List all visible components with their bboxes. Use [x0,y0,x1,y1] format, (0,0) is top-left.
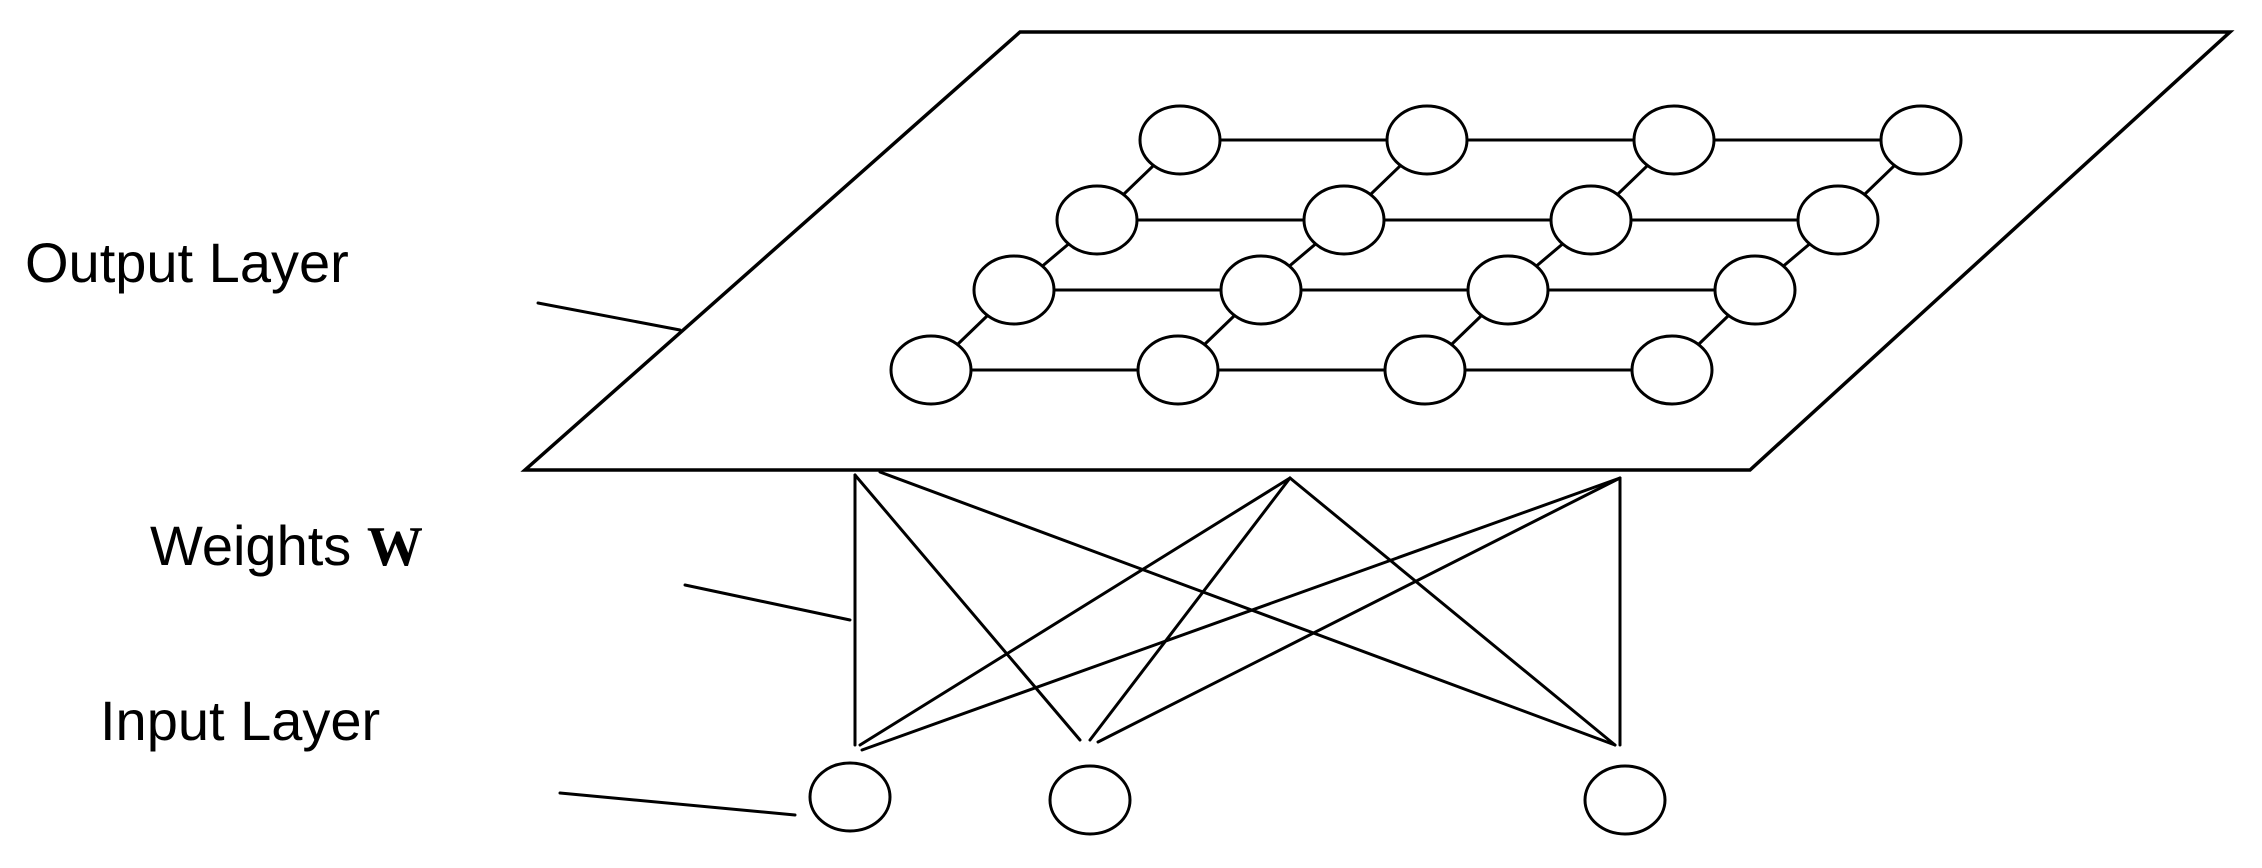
output-layer-plane [520,30,2235,472]
output-neuron [1466,254,1550,326]
output-grid-nodes [889,104,1963,406]
output-neuron [1630,334,1714,406]
weight-connection [1288,476,1617,747]
output-neuron [1713,254,1797,326]
input-layer-label: Input Layer [100,689,380,752]
weight-connection [1096,476,1622,744]
output-neuron [1632,104,1716,176]
weight-connection [878,470,1617,747]
weight-connection [858,476,1292,747]
output-neuron [1219,254,1303,326]
input-neuron [808,761,892,833]
weight-connection [853,473,1082,742]
input-neuron [1048,764,1132,836]
weight-connection [860,476,1622,752]
output-neuron [1549,184,1633,256]
output-neuron [1879,104,1963,176]
weights-leader-line [683,583,852,622]
output-neuron [1796,184,1880,256]
weights-label: Weights W [150,514,423,578]
weight-connections [853,470,1622,752]
output-neuron [889,334,973,406]
output-neuron [1385,104,1469,176]
weight-connection [1088,476,1292,742]
weights-symbol: W [367,516,423,578]
output-neuron [1136,334,1220,406]
output-neuron [1138,104,1222,176]
output-neuron [1302,184,1386,256]
input-layer-leader-line [558,791,797,817]
input-neuron [1583,764,1667,836]
weights-label-text: Weights [150,514,367,577]
output-neuron [1055,184,1139,256]
output-layer-leader-line [536,301,682,332]
output-neuron [1383,334,1467,406]
input-layer-nodes [808,761,1667,836]
output-neuron [972,254,1056,326]
output-layer-label: Output Layer [25,231,349,294]
